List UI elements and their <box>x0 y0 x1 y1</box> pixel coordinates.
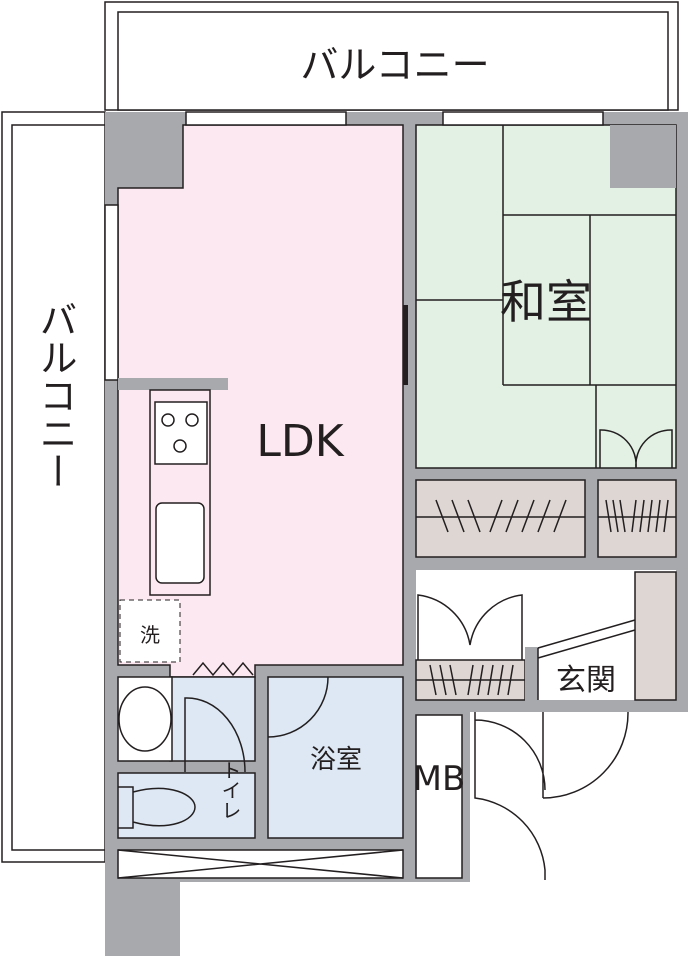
window <box>104 204 119 381</box>
washroom <box>117 661 256 773</box>
bathroom-label: 浴室 <box>310 745 362 775</box>
balcony-left-label: バルコニー <box>33 300 77 490</box>
mb: MB <box>413 714 466 879</box>
stove-icon <box>154 401 208 465</box>
washer-label: 洗 <box>140 623 160 647</box>
window <box>185 111 347 126</box>
sink-icon <box>155 502 205 584</box>
balcony-left: バルコニー <box>1 111 106 863</box>
entrance-label: 玄関 <box>556 663 616 698</box>
balcony-top-label: バルコニー <box>300 43 489 87</box>
window <box>442 111 604 126</box>
bathroom: 浴室 <box>267 676 404 839</box>
toilet-label: トイレ <box>218 760 242 820</box>
room-washitsu: 和室 <box>415 111 677 469</box>
toilet: トイレ <box>117 760 256 839</box>
ldk-label: LDK <box>256 416 344 467</box>
entrance-hall: 玄関 <box>415 570 677 702</box>
mb-label: MB <box>413 759 466 799</box>
front-door <box>474 711 629 880</box>
closet <box>415 479 677 558</box>
room-ldk: 洗 LDK <box>104 111 408 678</box>
balcony-top: バルコニー <box>104 1 679 111</box>
washitsu-label: 和室 <box>500 275 592 329</box>
